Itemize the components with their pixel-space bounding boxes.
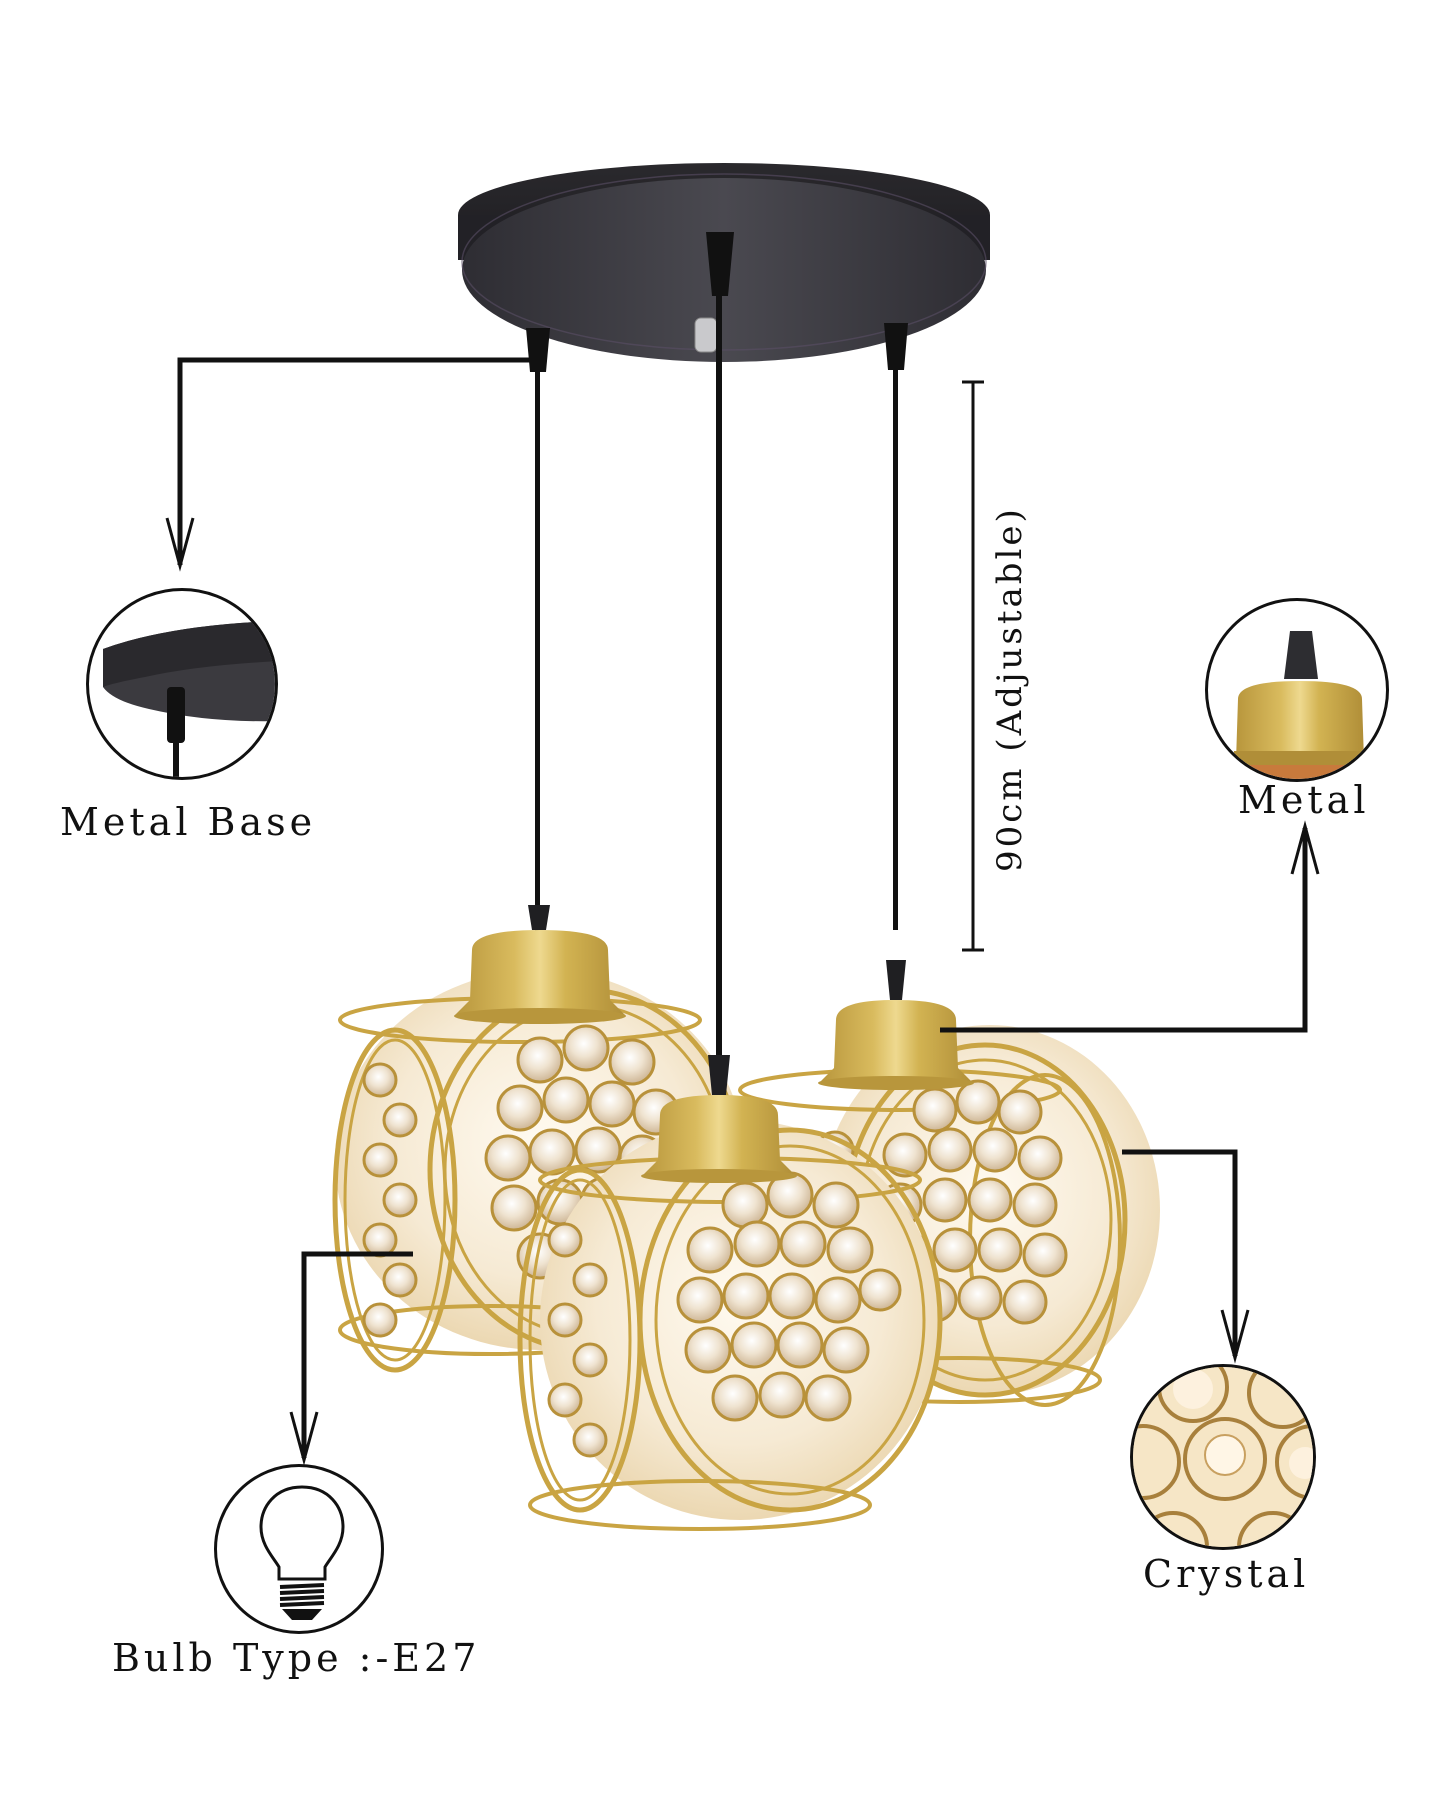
crystal-shade-closeup-icon: [1133, 1367, 1313, 1547]
metal-callout: [1205, 598, 1389, 782]
crystal-callout: [1130, 1364, 1316, 1550]
canopy-closeup-icon: [103, 621, 275, 777]
cord-length-label: 90cm (Adjustable): [990, 506, 1030, 872]
cords: [526, 232, 908, 1056]
annotation-lines: [165, 357, 1320, 1466]
bulb-type-callout: [214, 1464, 384, 1634]
metal-base-callout: [86, 588, 278, 780]
metal-label: Metal: [1238, 778, 1370, 822]
crystal-label: Crystal: [1143, 1552, 1310, 1596]
bulb-type-label: Bulb Type :-E27: [112, 1636, 481, 1680]
lightbulb-icon: [259, 1485, 345, 1620]
lamp-cap-closeup-icon: [1234, 631, 1366, 779]
metal-base-label: Metal Base: [60, 800, 317, 844]
lamp-center: [517, 1055, 943, 1531]
